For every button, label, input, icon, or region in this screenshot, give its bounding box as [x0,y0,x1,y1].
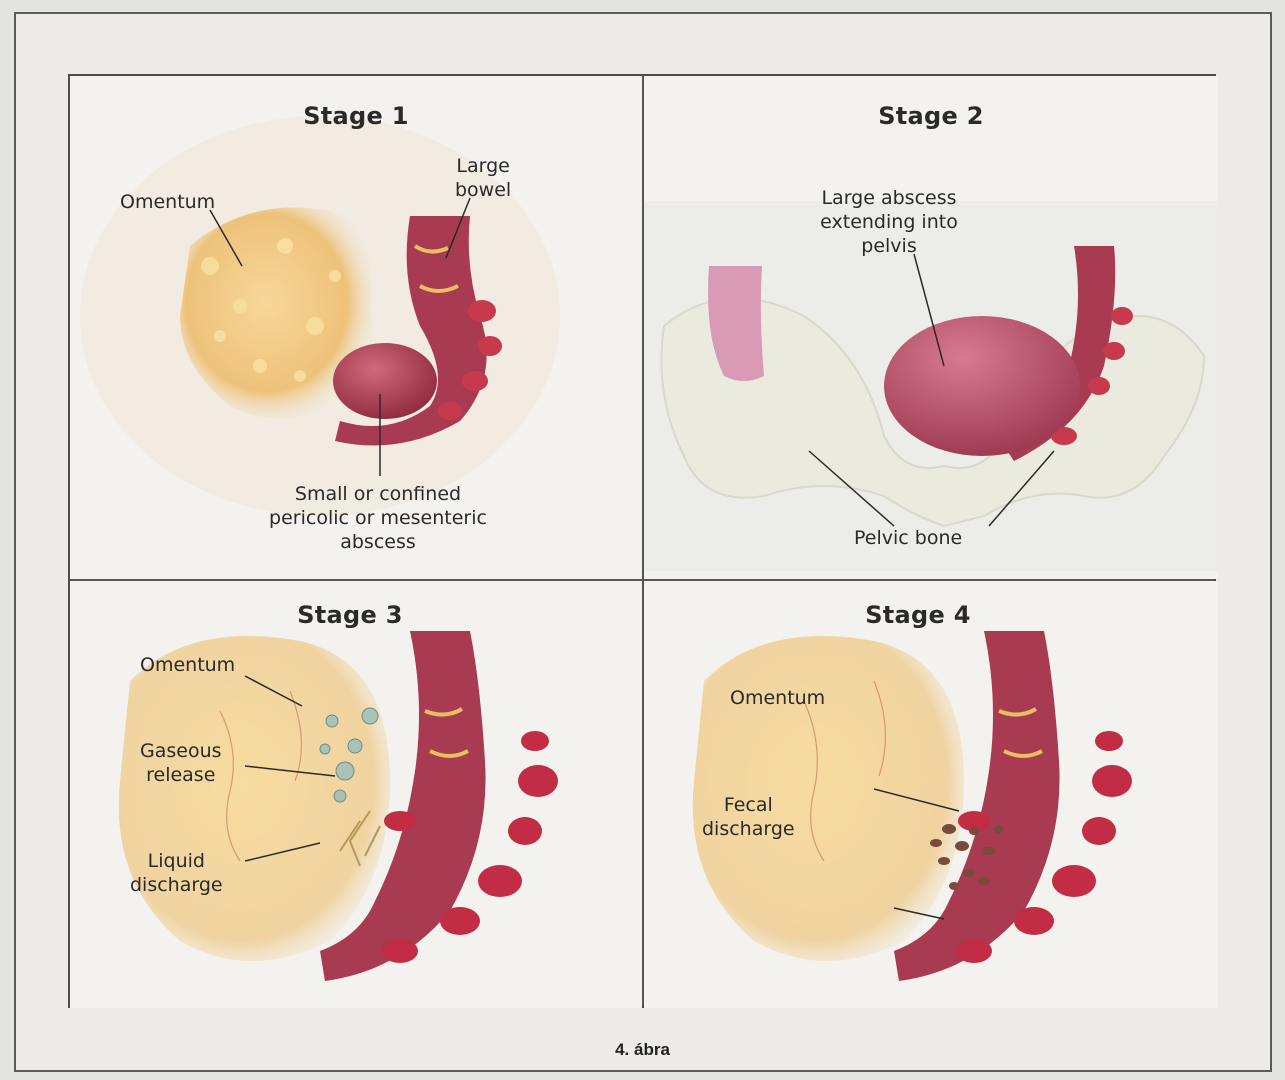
stage-3-panel: Stage 3 Omentum Gaseous release Liquid d… [70,581,642,1008]
liquid-discharge-label: Liquid discharge [130,849,223,897]
omentum-shape [119,636,390,961]
stage-1-title: Stage 1 [70,102,642,130]
omentum-label: Omentum [730,686,825,710]
stage-4-title: Stage 4 [644,601,1192,629]
omentum-label: Omentum [140,653,235,677]
pelvic-bone-label: Pelvic bone [854,526,962,550]
stage-2-title: Stage 2 [644,102,1218,130]
figure-grid: Stage 1 Omentum Large bowel Small or con… [68,74,1216,1008]
omentum-label: Omentum [120,190,215,214]
stage-3-illustration [70,581,642,1008]
abscess-shape [333,343,437,419]
stage-3-title: Stage 3 [70,601,630,629]
gaseous-release-label: Gaseous release [140,739,222,787]
large-abscess-label: Large abscess extending into pelvis [774,186,1004,258]
figure-caption: 4. ábra [0,1040,1285,1060]
stage-1-panel: Stage 1 Omentum Large bowel Small or con… [70,76,642,579]
stage-2-illustration [644,76,1218,579]
stage-4-panel: Stage 4 Omentum Fecal discharge [644,581,1218,1008]
stage-2-panel: Stage 2 Large abscess extending into pel… [644,76,1218,579]
large-bowel-label: Large bowel [455,154,511,202]
large-abscess-shape [884,316,1080,456]
fecal-discharge-label: Fecal discharge [702,793,795,841]
abscess-label: Small or confined pericolic or mesenteri… [218,482,538,554]
